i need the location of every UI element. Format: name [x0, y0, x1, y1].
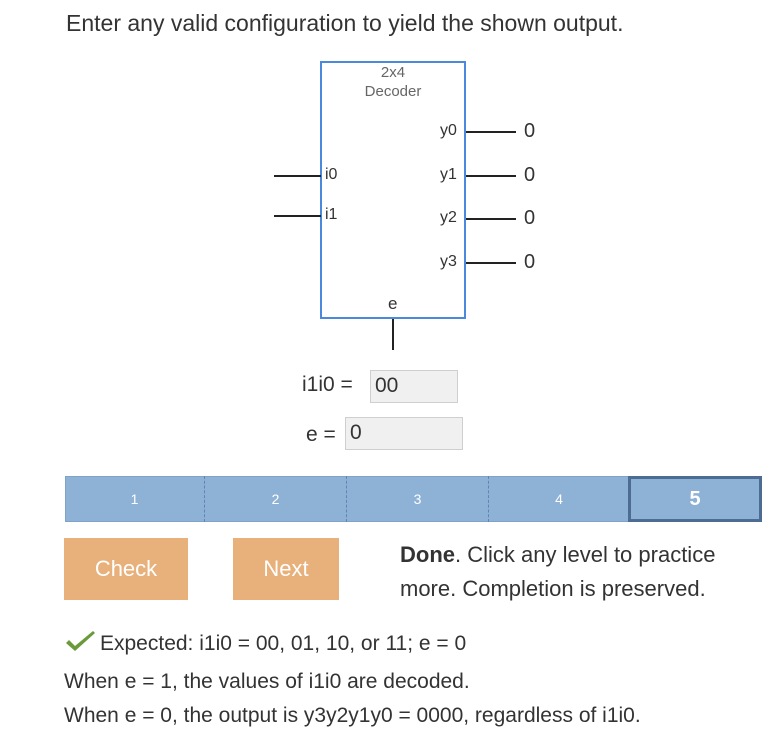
next-button[interactable]: Next — [233, 538, 339, 600]
port-y3: y3 — [440, 253, 457, 270]
wire-i0 — [274, 175, 321, 177]
decoder-title-name: Decoder — [364, 83, 422, 100]
feedback-line-2: When e = 1, the values of i1i0 are decod… — [64, 670, 470, 693]
i1i0-label: i1i0 = — [302, 373, 353, 396]
port-e: e — [388, 294, 398, 313]
check-button[interactable]: Check — [64, 538, 188, 600]
level-1[interactable]: 1 — [65, 476, 205, 522]
port-y1: y1 — [440, 166, 457, 183]
level-5-active[interactable]: 5 — [628, 476, 762, 522]
output-y2-value: 0 — [524, 207, 536, 229]
wire-y0 — [466, 131, 516, 133]
port-y0: y0 — [440, 122, 457, 139]
e-input[interactable]: 0 — [345, 417, 463, 450]
done-bold: Done — [400, 542, 455, 567]
output-y1-value: 0 — [524, 164, 536, 186]
decoder-title-size: 2x4 — [380, 64, 406, 81]
wire-e — [392, 319, 394, 350]
level-4[interactable]: 4 — [555, 491, 563, 507]
wire-i1 — [274, 215, 321, 217]
checkmark-icon — [64, 630, 98, 665]
feedback: Expected: i1i0 = 00, 01, 10, or 11; e = … — [64, 627, 641, 733]
output-y3-value: 0 — [524, 251, 536, 273]
wire-y3 — [466, 262, 516, 264]
feedback-expected: Expected: i1i0 = 00, 01, 10, or 11; e = … — [100, 632, 467, 655]
done-message: Done. Click any level to practice more. … — [400, 538, 760, 606]
port-i0: i0 — [325, 166, 338, 183]
port-y2: y2 — [440, 209, 457, 226]
i1i0-input[interactable]: 00 — [370, 370, 458, 403]
wire-y1 — [466, 175, 516, 177]
e-label: e = — [306, 423, 336, 446]
port-i1: i1 — [325, 206, 338, 223]
feedback-line-1: Expected: i1i0 = 00, 01, 10, or 11; e = … — [64, 627, 641, 665]
done-rest: . Click any level to practice more. Comp… — [400, 542, 716, 601]
decoder-box — [320, 61, 466, 319]
wire-y2 — [466, 218, 516, 220]
feedback-line-3: When e = 0, the output is y3y2y1y0 = 000… — [64, 704, 641, 727]
level-2[interactable]: 2 — [205, 476, 347, 522]
level-3[interactable]: 3 — [347, 476, 489, 522]
instruction-text: Enter any valid configuration to yield t… — [66, 10, 624, 36]
output-y0-value: 0 — [524, 120, 536, 142]
